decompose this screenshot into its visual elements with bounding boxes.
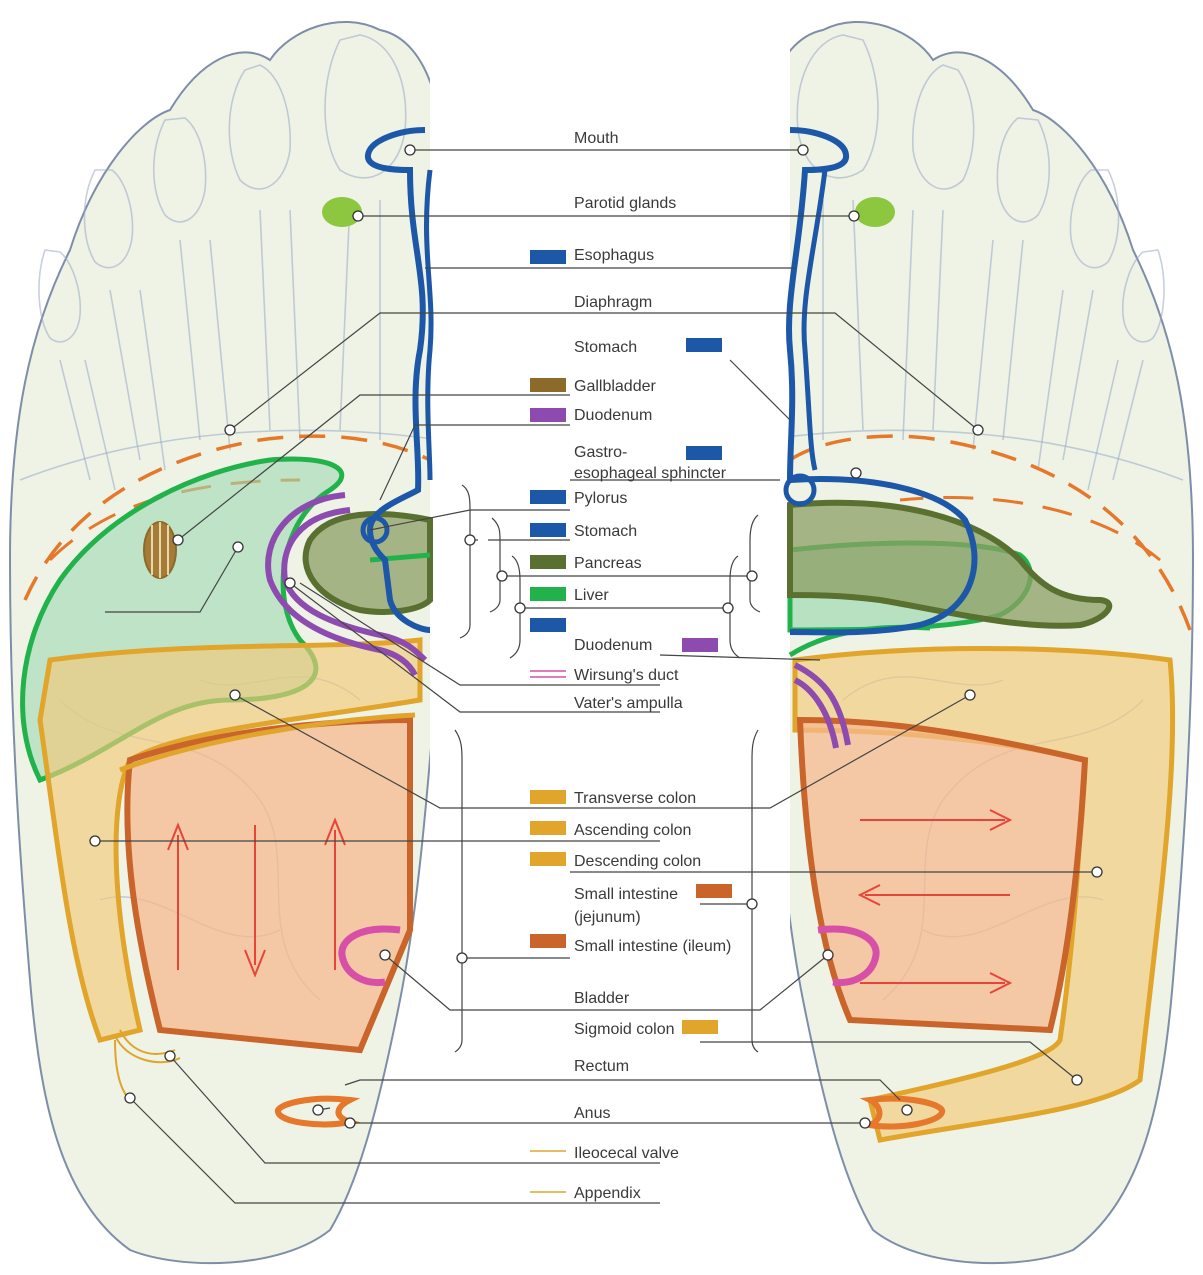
label-duodenum-mid: Duodenum xyxy=(574,637,652,654)
label-mouth: Mouth xyxy=(574,130,618,147)
label-anus: Anus xyxy=(574,1105,610,1122)
label-rectum: Rectum xyxy=(574,1058,629,1075)
label-pylorus: Pylorus xyxy=(574,490,627,507)
label-wirsung: Wirsung's duct xyxy=(574,667,679,684)
liver-swatch xyxy=(530,587,566,601)
descending-swatch xyxy=(530,852,566,866)
label-diaphragm: Diaphragm xyxy=(574,294,652,311)
duodenum-swatch-top xyxy=(530,408,566,422)
parotid-gland-right xyxy=(855,197,895,227)
pancreas-swatch xyxy=(530,555,566,569)
label-liver: Liver xyxy=(574,587,609,604)
label-appendix: Appendix xyxy=(574,1185,641,1202)
sphincter-swatch xyxy=(686,446,722,460)
label-gallbladder: Gallbladder xyxy=(574,378,657,395)
label-duodenum-top: Duodenum xyxy=(574,407,652,424)
label-gastro-1: Gastro- xyxy=(574,444,627,461)
label-stomach-top: Stomach xyxy=(574,339,637,356)
label-parotid: Parotid glands xyxy=(574,195,676,212)
stomach-swatch-mid xyxy=(530,523,566,537)
label-sigmoid: Sigmoid colon xyxy=(574,1021,675,1038)
label-ascending: Ascending colon xyxy=(574,822,691,839)
ascending-swatch xyxy=(530,821,566,835)
duodenum-swatch-mid xyxy=(682,638,718,652)
sigmoid-swatch xyxy=(682,1020,718,1034)
label-ileocecal: Ileocecal valve xyxy=(574,1145,679,1162)
label-jejunum-1: Small intestine xyxy=(574,886,678,903)
label-stomach-mid: Stomach xyxy=(574,523,637,540)
label-gastro-2: esophageal sphincter xyxy=(574,465,727,482)
jejunum-swatch xyxy=(696,884,732,898)
small-intestine-zone-left xyxy=(127,720,410,1050)
transverse-swatch xyxy=(530,790,566,804)
ileum-swatch xyxy=(530,934,566,948)
gallbladder-swatch xyxy=(530,378,566,392)
label-bladder: Bladder xyxy=(574,990,630,1007)
label-descending: Descending colon xyxy=(574,853,701,870)
label-pancreas: Pancreas xyxy=(574,555,642,572)
label-esophagus: Esophagus xyxy=(574,247,654,264)
label-jejunum-2: (jejunum) xyxy=(574,909,641,926)
stomach-swatch-top xyxy=(686,338,722,352)
esophagus-swatch xyxy=(530,250,566,264)
label-ileum: Small intestine (ileum) xyxy=(574,938,731,955)
pylorus-swatch xyxy=(530,490,566,504)
label-vater: Vater's ampulla xyxy=(574,695,683,712)
label-transverse: Transverse colon xyxy=(574,790,696,807)
blank-blue-swatch xyxy=(530,618,566,632)
